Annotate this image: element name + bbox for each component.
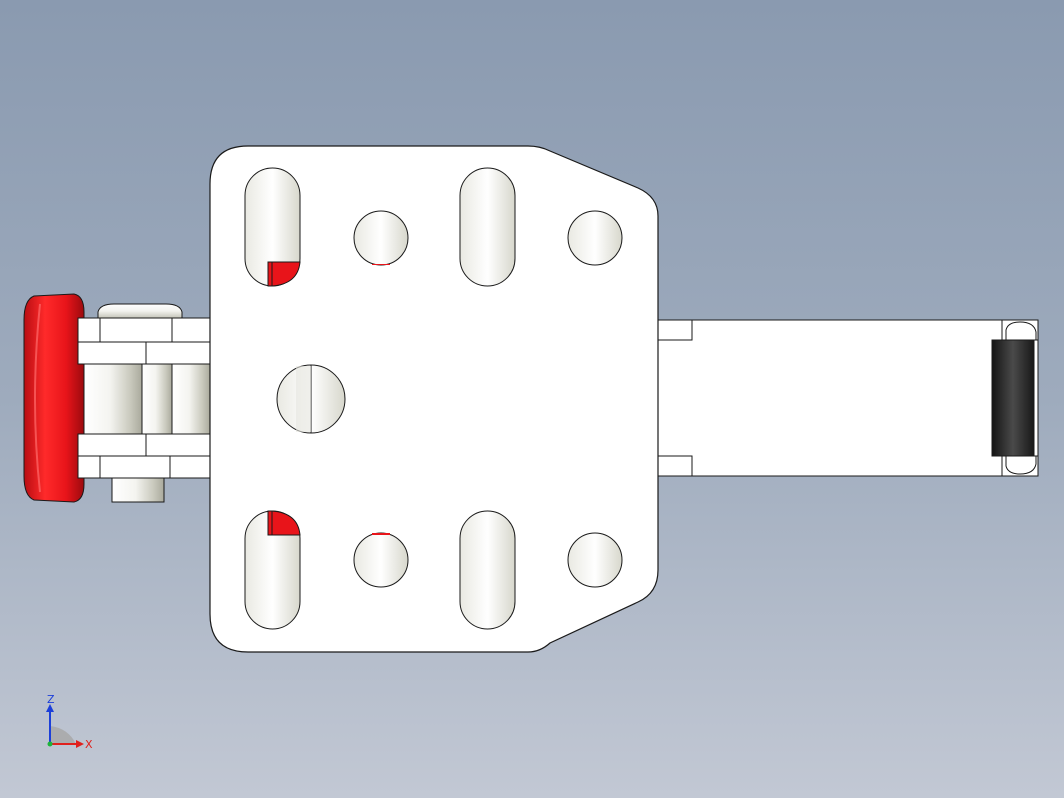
base-plate[interactable]	[209, 145, 659, 653]
z-axis-arrow	[46, 704, 54, 712]
slot-top-right[interactable]	[459, 167, 516, 287]
pivot-cylinder-mid[interactable]	[141, 363, 173, 435]
cut-face-bottom	[267, 510, 301, 536]
pivot-cylinder-right[interactable]	[171, 363, 211, 435]
red-rubber-pad[interactable]	[23, 293, 85, 503]
arm-tab-bottom	[657, 455, 693, 477]
arm-end-tab-top	[1001, 319, 1039, 341]
bolt-head-top[interactable]	[97, 303, 183, 319]
link-plate-lower-1[interactable]	[77, 433, 211, 457]
z-axis-label: Z	[47, 694, 55, 706]
nut-bottom[interactable]	[111, 477, 165, 503]
arm-tab-top	[657, 319, 693, 341]
arm-end-tab-bottom	[1001, 455, 1039, 477]
hole-bottom-2[interactable]	[567, 532, 623, 588]
cut-sliver-bottom	[372, 533, 390, 535]
triad-origin	[47, 741, 53, 747]
handle-arm[interactable]	[657, 319, 1039, 477]
link-plate-upper-2[interactable]	[77, 341, 211, 365]
cut-sliver-top	[372, 264, 390, 265]
arm-body[interactable]	[657, 319, 1039, 477]
clamp-head-assembly[interactable]	[23, 293, 211, 503]
roller[interactable]	[991, 339, 1035, 457]
orientation-triad: Z X	[46, 694, 93, 751]
x-axis-arrow	[76, 740, 84, 748]
link-plate-lower-2[interactable]	[77, 455, 211, 479]
x-axis-label: X	[85, 738, 93, 751]
pivot-cylinder-left[interactable]	[83, 363, 143, 435]
slot-bottom-right[interactable]	[459, 510, 516, 630]
hole-bottom-1[interactable]	[353, 532, 409, 588]
pad-highlight	[34, 303, 41, 493]
hole-top-2[interactable]	[567, 210, 623, 266]
hole-top-1[interactable]	[353, 210, 409, 266]
base-plate-outline[interactable]	[209, 145, 659, 653]
triad-plane	[50, 726, 76, 744]
link-plate-upper-1[interactable]	[77, 317, 211, 343]
